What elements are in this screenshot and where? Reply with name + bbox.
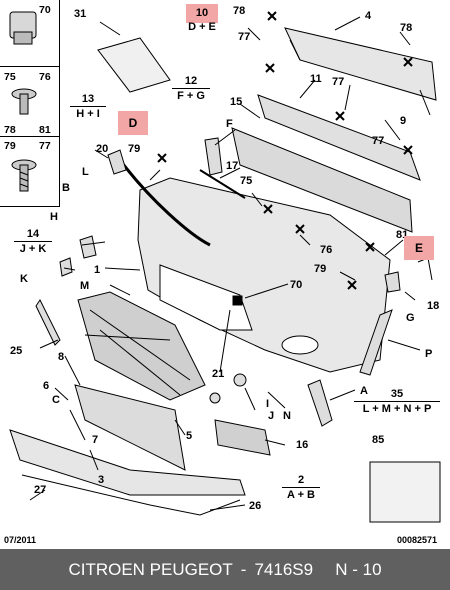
group-12-parts: F + G <box>172 88 210 103</box>
part-label-18: 18 <box>427 300 440 312</box>
footer-brand: CITROEN PEUGEOT <box>68 560 233 579</box>
part-label-75: 75 <box>240 175 253 187</box>
part-label-75: 75 <box>4 71 16 83</box>
part-label-15: 15 <box>230 96 243 108</box>
letter-A: A <box>360 385 368 397</box>
part-label-5: 5 <box>186 430 193 442</box>
diagram-date: 07/2011 <box>4 535 37 545</box>
group-10-number: 10 <box>195 7 209 19</box>
footer-part-number: 7416S9 <box>254 560 314 579</box>
group-10: 10 D + E <box>184 7 220 34</box>
letter-H: H <box>50 211 58 223</box>
part-label-25: 25 <box>10 345 23 357</box>
letter-J: J <box>268 410 275 422</box>
part-label-20: 20 <box>96 143 109 155</box>
parts-diagram: 70 75 76 78 81 79 77 <box>0 0 441 545</box>
part-label-70: 70 <box>290 279 303 291</box>
part-label-79-b: 79 <box>314 263 327 275</box>
footer-page: N - 10 <box>335 560 382 579</box>
letter-F: F <box>226 118 233 130</box>
part-label-7: 7 <box>92 434 99 446</box>
part-label-16: 16 <box>296 439 309 451</box>
letter-I: I <box>266 398 270 410</box>
highlight-10 <box>186 4 218 23</box>
fastener-icons <box>9 11 37 192</box>
group-10-parts: D + E <box>188 21 216 33</box>
letter-K: K <box>20 273 28 285</box>
bumper-exploded-drawing <box>9 11 441 523</box>
part-label-76: 76 <box>39 71 51 83</box>
part-label-78-right: 78 <box>400 22 413 34</box>
group-2-parts: A + B <box>282 487 320 502</box>
letter-B: B <box>62 182 70 194</box>
part-label-8: 8 <box>58 351 65 363</box>
footer-separator: - <box>240 560 247 579</box>
part-label-81: 81 <box>39 124 51 136</box>
part-label-77: 77 <box>39 140 51 152</box>
highlight-E: E <box>404 236 434 260</box>
part-label-11: 11 <box>310 73 322 85</box>
letter-N: N <box>283 410 291 422</box>
part-label-77-top: 77 <box>238 31 251 43</box>
group-14-number: 14 <box>26 228 40 240</box>
part-label-79: 79 <box>4 140 16 152</box>
part-label-21: 21 <box>212 368 225 380</box>
letter-M: M <box>80 280 90 292</box>
part-label-26: 26 <box>249 500 262 512</box>
group-2: 2 A + B <box>282 474 320 502</box>
group-13: 13 H + I <box>70 93 106 121</box>
legend-divider <box>0 66 59 67</box>
part-label-17: 17 <box>226 160 239 172</box>
group-13-parts: H + I <box>70 106 106 121</box>
letter-C: C <box>52 394 60 406</box>
part-label-76: 76 <box>320 244 333 256</box>
part-label-70: 70 <box>39 4 51 16</box>
group-35-parts: L + M + N + P <box>354 401 440 416</box>
group-2-number: 2 <box>297 474 305 486</box>
group-14-parts: J + K <box>14 241 52 256</box>
part-label-4: 4 <box>365 10 372 22</box>
highlight-D: D <box>118 111 148 135</box>
group-12-number: 12 <box>184 75 198 87</box>
letter-L: L <box>82 166 89 178</box>
part-label-6: 6 <box>43 380 50 392</box>
part-label-1: 1 <box>94 264 101 276</box>
group-14: 14 J + K <box>14 228 52 256</box>
footer-bar: CITROEN PEUGEOT-7416S9 N - 10 <box>0 549 450 590</box>
part-label-85: 85 <box>372 434 385 446</box>
part-label-79: 79 <box>128 143 141 155</box>
part-label-9: 9 <box>400 115 407 127</box>
group-35: 35 L + M + N + P <box>354 388 440 416</box>
part-label-78-top: 78 <box>233 5 246 17</box>
group-13-number: 13 <box>81 93 95 105</box>
fastener-legend-box: 70 75 76 78 81 79 77 <box>0 0 60 207</box>
group-35-number: 35 <box>390 388 404 400</box>
part-label-77-right: 77 <box>372 135 385 147</box>
letter-G: G <box>406 312 415 324</box>
part-label-77-mid: 77 <box>332 76 345 88</box>
part-label-27: 27 <box>34 484 47 496</box>
legend-divider <box>0 136 59 137</box>
part-label-31: 31 <box>74 8 87 20</box>
diagram-reference: 00082571 <box>397 535 438 545</box>
letter-P: P <box>425 348 433 360</box>
part-label-3: 3 <box>98 474 105 486</box>
group-12: 12 F + G <box>172 75 210 103</box>
part-label-78: 78 <box>4 124 16 136</box>
